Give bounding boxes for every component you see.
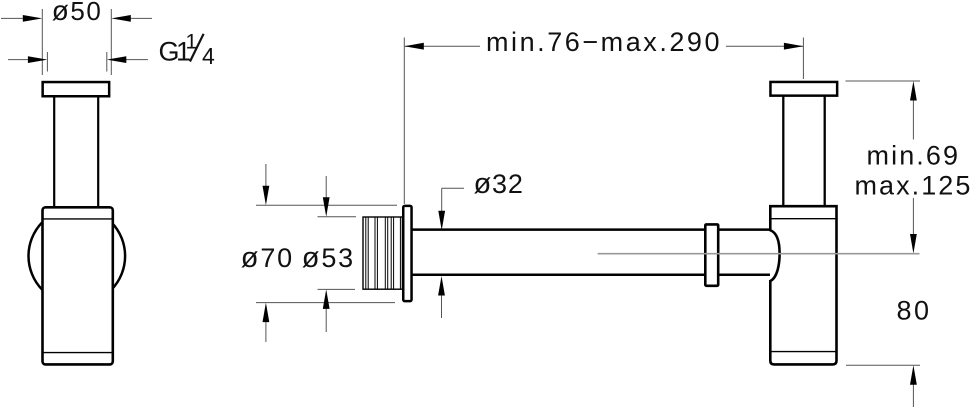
svg-text:4: 4 (202, 43, 215, 69)
svg-text:80: 80 (897, 296, 932, 326)
svg-text:min.69: min.69 (867, 140, 961, 170)
svg-text:ø32: ø32 (474, 168, 524, 200)
svg-text:ø50: ø50 (52, 0, 103, 26)
svg-text:1: 1 (176, 37, 191, 67)
svg-text:1: 1 (186, 31, 198, 54)
svg-text:ø53: ø53 (302, 242, 355, 274)
svg-text:ø70: ø70 (241, 242, 294, 274)
svg-text:G: G (159, 37, 180, 67)
svg-text:min.76−max.290: min.76−max.290 (486, 27, 722, 57)
svg-text:max.125: max.125 (855, 171, 970, 201)
